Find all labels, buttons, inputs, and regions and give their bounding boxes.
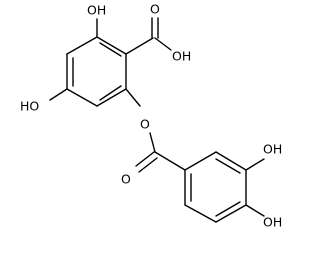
bond [149, 132, 156, 153]
bond [215, 151, 247, 171]
hydroxyl-top-label: OH [87, 3, 106, 18]
bond [184, 204, 217, 223]
carboxyl-group [125, 17, 172, 55]
bond [96, 36, 127, 55]
bond [245, 158, 265, 171]
bond [154, 37, 172, 51]
carboxyl-hydroxyl-label: OH [172, 49, 191, 64]
bond [135, 151, 155, 167]
bond [66, 36, 98, 55]
bond [96, 88, 127, 107]
bond [154, 151, 186, 171]
bond [125, 37, 154, 55]
bond [125, 88, 141, 107]
bond [215, 204, 247, 223]
ester-linkage [125, 88, 186, 173]
ester-oxygen-label: O [140, 117, 150, 132]
bond [138, 157, 158, 173]
bond [245, 204, 265, 217]
bond [49, 88, 68, 101]
carbonyl-oxygen-label: O [150, 2, 160, 17]
lower-ring [184, 151, 247, 223]
bond [215, 158, 241, 174]
ester-carbonyl-oxygen-label: O [121, 172, 131, 187]
bond [215, 201, 241, 217]
bond [99, 85, 122, 101]
bond [66, 88, 98, 107]
upper-ring [66, 36, 127, 107]
hydroxyl-right-upper-label: OH [263, 142, 282, 157]
bond [184, 151, 217, 171]
hydroxyl-left-label: HO [20, 99, 39, 114]
hydroxyl-right-lower-label: OH [263, 215, 282, 230]
bond [99, 42, 122, 57]
